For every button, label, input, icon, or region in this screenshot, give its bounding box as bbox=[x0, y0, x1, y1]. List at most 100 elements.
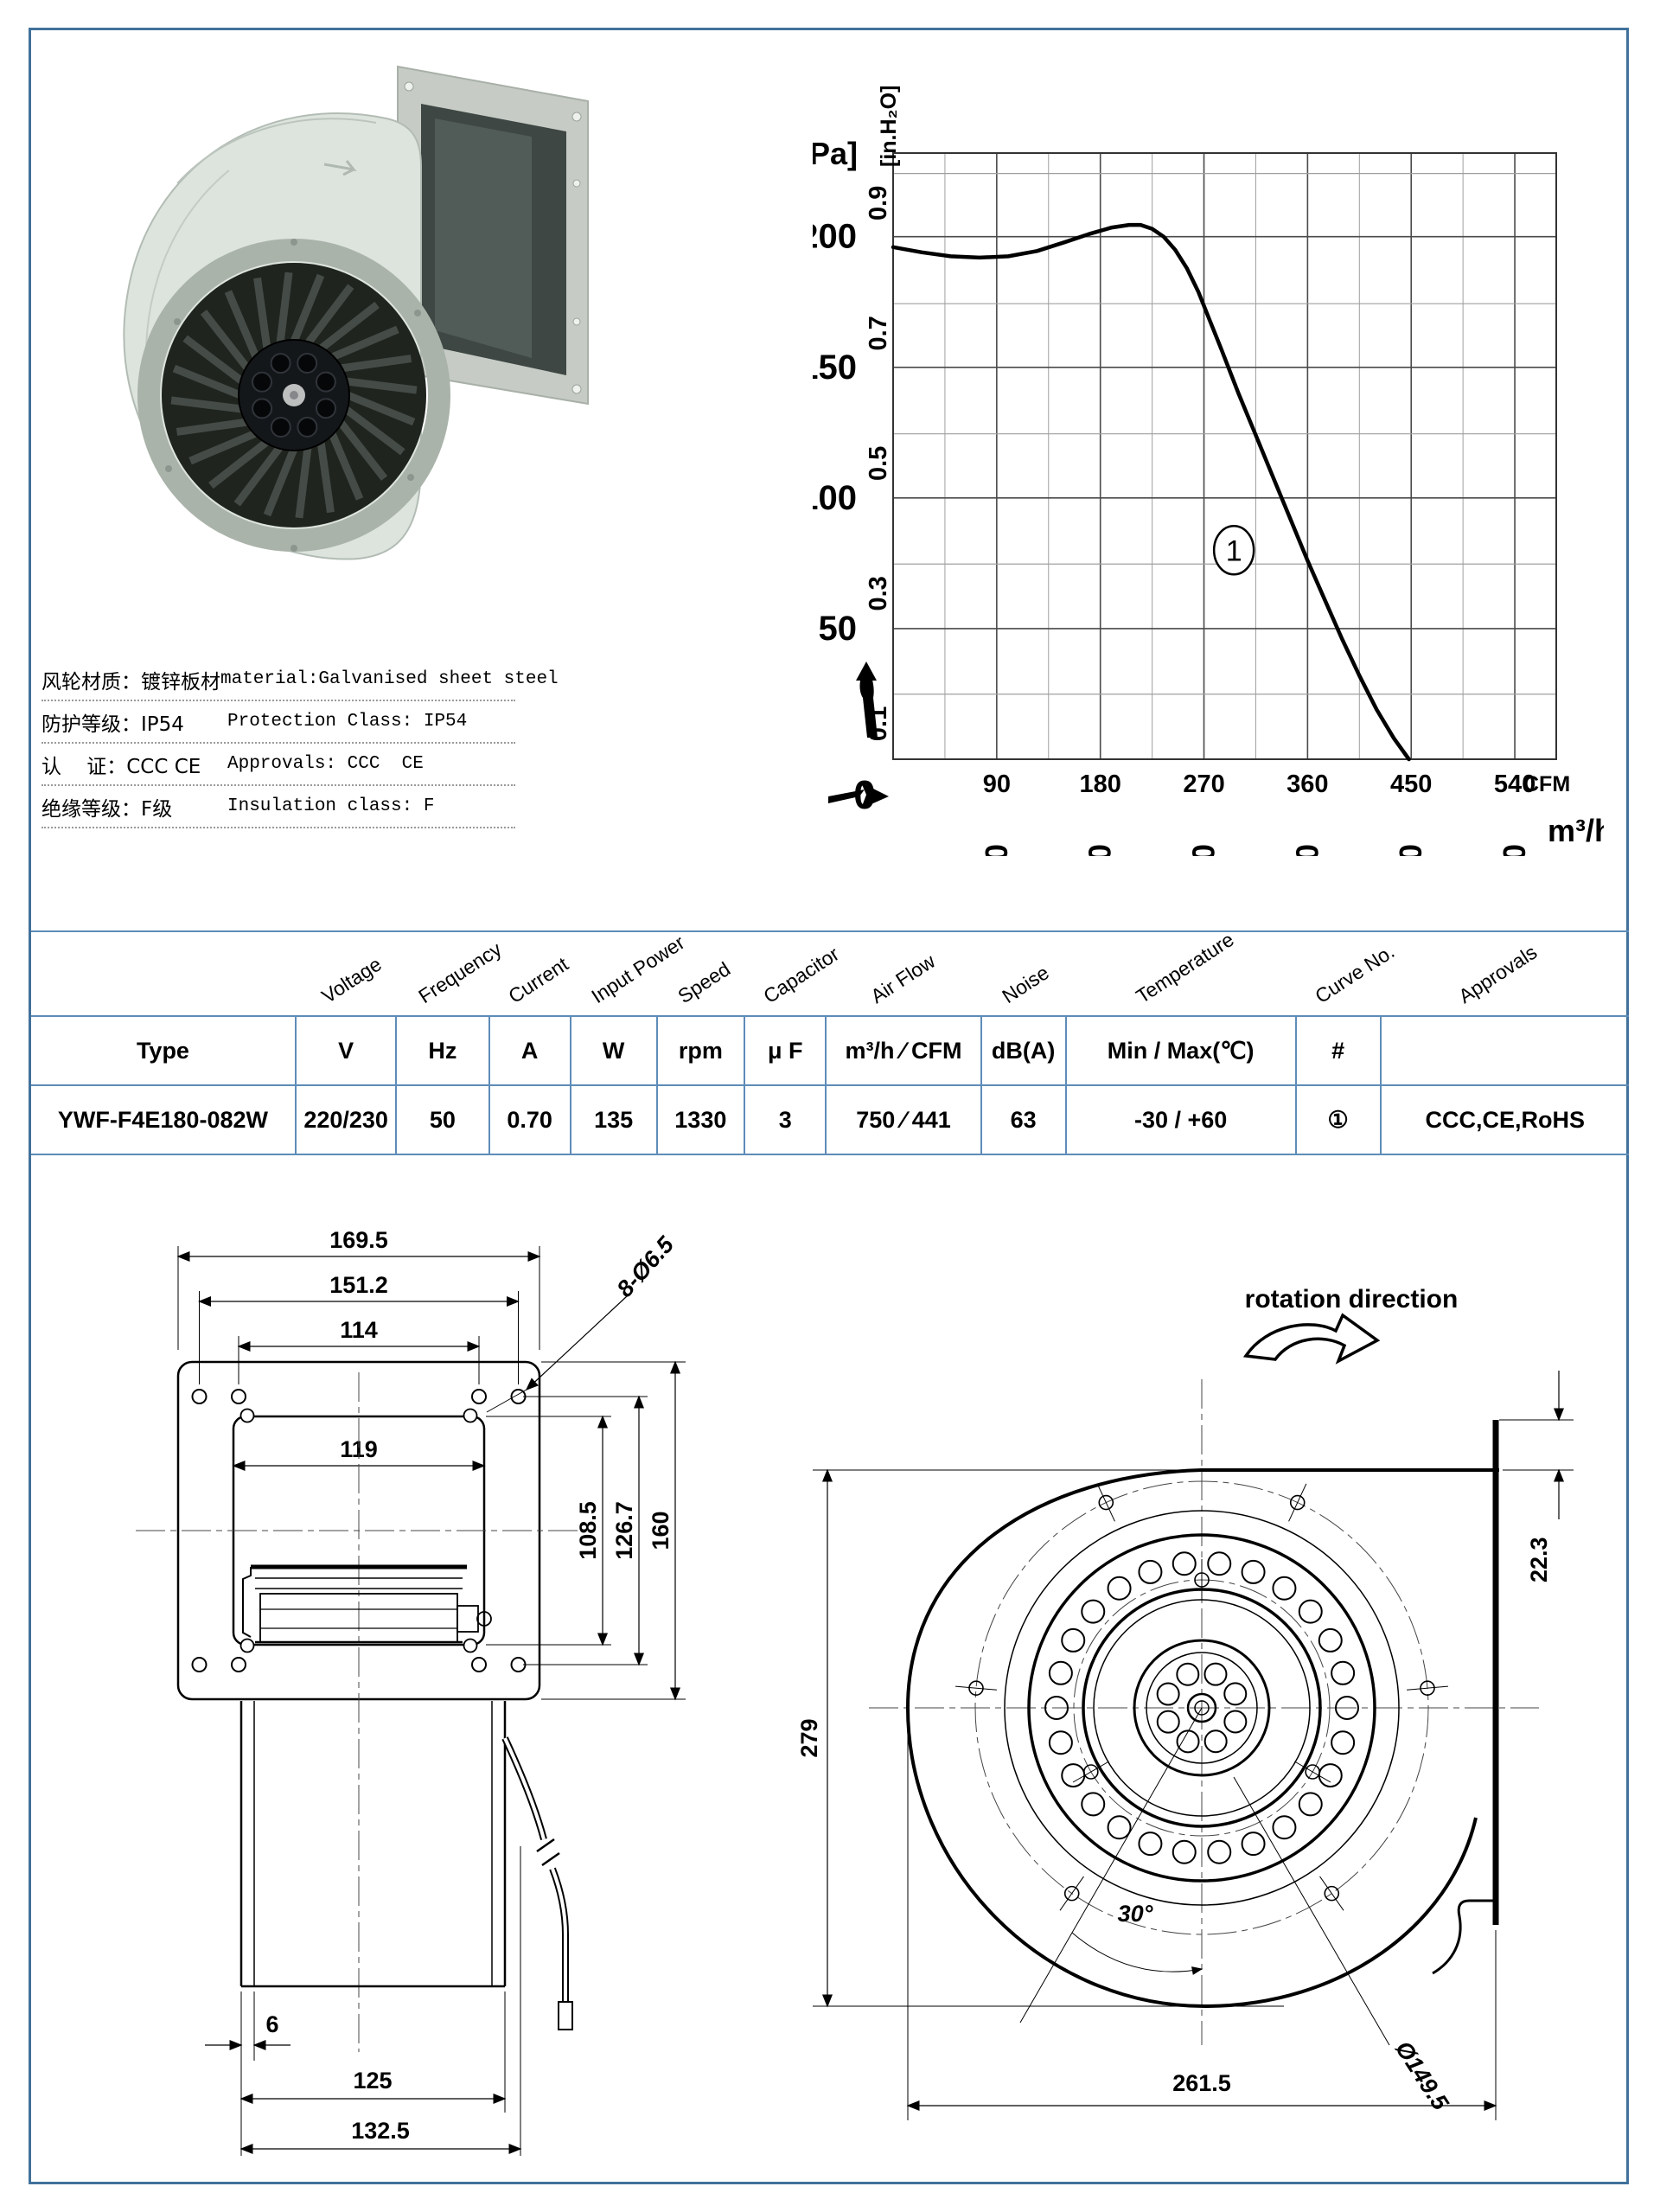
spec-insulation-en: Insulation class: F bbox=[227, 796, 435, 816]
tick-inh2o-0.9: 0.9 bbox=[865, 186, 892, 221]
spec-material-en: material:Galvanised sheet steel bbox=[220, 669, 559, 689]
photo-arrow-marking bbox=[323, 160, 357, 176]
side-dimension-lines bbox=[822, 1371, 1564, 2111]
value-capacitor: 3 bbox=[744, 1086, 825, 1154]
spec-approvals-en: Approvals: CCC CE bbox=[227, 754, 424, 774]
tick-cfm-90: 90 bbox=[983, 770, 1011, 798]
value-airflow: 750 ∕ 441 bbox=[825, 1086, 980, 1154]
col-header-temperature: Temperature bbox=[1132, 928, 1238, 1008]
table-units-row: Type V Hz A W rpm μ F m³/h ∕ CFM dB(A) M… bbox=[31, 1015, 1629, 1084]
col-header-current: Current bbox=[504, 952, 572, 1008]
chart-tick-labels: 9018027036045054015030045060075090050100… bbox=[813, 186, 1536, 856]
dim-6: 6 bbox=[265, 2011, 278, 2037]
value-curve-no: ① bbox=[1294, 1086, 1380, 1154]
dim-125: 125 bbox=[353, 2068, 392, 2094]
unit-curve-no: # bbox=[1294, 1017, 1380, 1084]
spec-protection-zh: 防护等级：IP54 bbox=[42, 713, 184, 736]
unit-noise: dB(A) bbox=[980, 1017, 1065, 1084]
dim-149-5: Ø149.5 bbox=[1390, 2036, 1454, 2115]
dim-261-5: 261.5 bbox=[1172, 2070, 1231, 2096]
value-speed: 1330 bbox=[655, 1086, 744, 1154]
unit-frequency: Hz bbox=[395, 1017, 488, 1084]
x-axis-unit-m3h: m³/h bbox=[1548, 813, 1604, 848]
value-power: 135 bbox=[569, 1086, 656, 1154]
spec-approvals-zh: 认 证：CCC CE bbox=[42, 755, 201, 778]
rotation-direction-label: rotation direction bbox=[1245, 1285, 1459, 1314]
curve-number-label: 1 bbox=[1226, 534, 1242, 567]
photo-outlet-inner bbox=[435, 118, 532, 358]
airflow-right-arrow-icon bbox=[828, 783, 889, 809]
drawing-side-view: rotation direction 22.3 279 30° Ø149.5 2… bbox=[796, 1285, 1574, 2120]
dim-279: 279 bbox=[796, 1718, 822, 1757]
performance-chart: 1 90180270360450540150300450600750900501… bbox=[813, 86, 1604, 856]
tick-inh2o-0.7: 0.7 bbox=[865, 316, 892, 350]
drawing-front-view: 169.5 151.2 114 8-Ø6.5 119 108.5 126.7 1… bbox=[136, 1227, 686, 2156]
front-centerlines bbox=[136, 1372, 584, 2052]
dim-132-5: 132.5 bbox=[351, 2118, 410, 2144]
col-header-noise: Noise bbox=[998, 961, 1053, 1008]
spec-material-zh: 风轮材质：镀锌板材 bbox=[42, 670, 220, 694]
spec-row-approvals: 认 证：CCC CE Approvals: CCC CE bbox=[42, 744, 515, 786]
photo-inlet-ring bbox=[137, 239, 450, 552]
side-extension-lines bbox=[813, 1419, 1574, 2120]
dim-126-7: 126.7 bbox=[611, 1501, 637, 1560]
chart-gridlines bbox=[892, 152, 1557, 760]
curve-number-badge bbox=[1212, 525, 1255, 576]
rotation-arrow-icon bbox=[1242, 1313, 1381, 1365]
tick-inh2o-0.3: 0.3 bbox=[865, 576, 892, 611]
unit-power: W bbox=[569, 1017, 656, 1084]
dim-22-3: 22.3 bbox=[1526, 1537, 1552, 1582]
col-header-capacitor: Capacitor bbox=[759, 942, 844, 1008]
specification-table: Voltage Frequency Current Input Power Sp… bbox=[31, 928, 1629, 1155]
photo-shaft-center bbox=[290, 391, 298, 400]
col-header-input-power: Input Power bbox=[587, 930, 689, 1008]
side-housing-screws bbox=[955, 1483, 1448, 1911]
spec-protection-en: Protection Class: IP54 bbox=[227, 712, 468, 732]
value-noise: 63 bbox=[980, 1086, 1065, 1154]
unit-approvals bbox=[1379, 1017, 1629, 1084]
tick-m3h-150: 150 bbox=[979, 844, 1014, 856]
tick-pa-150: 150 bbox=[813, 348, 857, 387]
side-centerlines bbox=[869, 1379, 1539, 2045]
value-voltage: 220/230 bbox=[294, 1086, 395, 1154]
product-photo bbox=[123, 65, 589, 560]
dim-30deg: 30° bbox=[1118, 1901, 1153, 1927]
tick-pa-50: 50 bbox=[819, 610, 858, 648]
spec-row-material: 风轮材质：镀锌板材 material:Galvanised sheet stee… bbox=[42, 659, 559, 701]
col-header-air-flow: Air Flow bbox=[866, 949, 940, 1008]
col-header-approvals: Approvals bbox=[1454, 940, 1542, 1008]
dim-holes-note: 8-Ø6.5 bbox=[612, 1231, 680, 1302]
dim-108-5: 108.5 bbox=[575, 1501, 601, 1560]
front-power-cable bbox=[501, 1736, 573, 2030]
tick-m3h-600: 600 bbox=[1289, 844, 1325, 856]
col-header-voltage: Voltage bbox=[316, 952, 386, 1008]
photo-rim-screws bbox=[165, 239, 421, 552]
value-frequency: 50 bbox=[395, 1086, 488, 1154]
tick-cfm-180: 180 bbox=[1079, 770, 1120, 798]
dim-151-2: 151.2 bbox=[329, 1272, 388, 1298]
front-motor bbox=[242, 1564, 492, 1644]
airflow-up-arrow-icon bbox=[856, 662, 878, 738]
dim-169-5: 169.5 bbox=[329, 1227, 388, 1253]
front-duct bbox=[239, 1701, 507, 1988]
tick-m3h-300: 300 bbox=[1082, 844, 1118, 856]
unit-airflow: m³/h ∕ CFM bbox=[825, 1017, 980, 1084]
tick-m3h-750: 750 bbox=[1393, 844, 1428, 856]
spec-insulation-zh: 绝缘等级：F级 bbox=[42, 797, 173, 821]
table-diagonal-header-band: Voltage Frequency Current Input Power Sp… bbox=[31, 928, 1629, 1015]
tick-pa-100: 100 bbox=[813, 479, 857, 517]
side-volute bbox=[905, 1420, 1499, 2009]
value-current: 0.70 bbox=[488, 1086, 570, 1154]
table-data-row: YWF-F4E180-082W 220/230 50 0.70 135 1330… bbox=[31, 1084, 1629, 1154]
unit-temperature: Min / Max(℃) bbox=[1064, 1017, 1295, 1084]
front-dimension-lines bbox=[176, 1251, 680, 2154]
unit-voltage: V bbox=[294, 1017, 395, 1084]
tick-m3h-450: 450 bbox=[1186, 844, 1222, 856]
tick-pa-200: 200 bbox=[813, 218, 857, 256]
y-axis-unit-inh2o: [in.H₂O] bbox=[877, 86, 901, 167]
side-impeller-blades bbox=[1044, 1551, 1359, 1864]
tick-cfm-270: 270 bbox=[1183, 770, 1224, 798]
photo-impeller-blades bbox=[170, 272, 418, 519]
col-header-curve-no: Curve No. bbox=[1311, 939, 1399, 1008]
photo-hub-bolts bbox=[252, 353, 336, 438]
